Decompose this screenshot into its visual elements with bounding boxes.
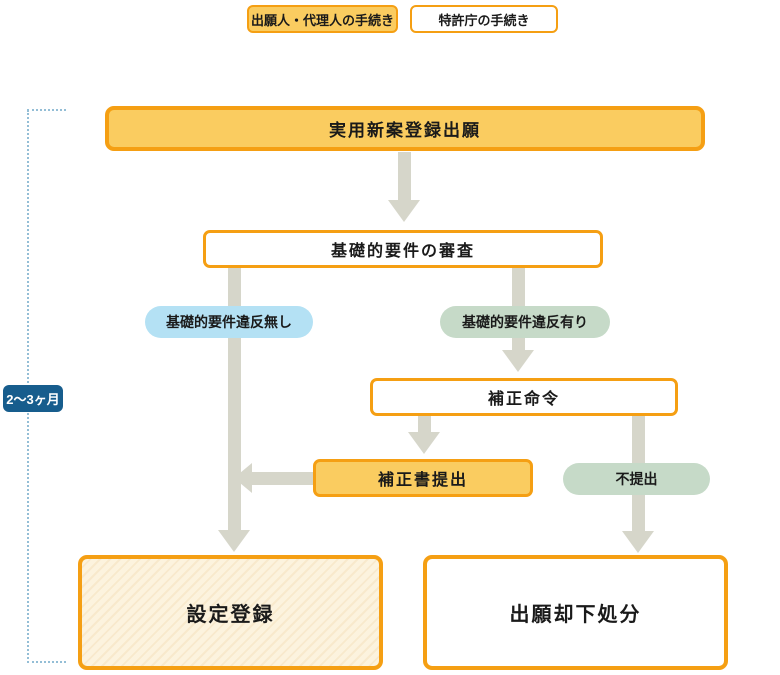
flow-box-registration: 設定登録 — [78, 555, 383, 670]
arrow-head-left-icon — [234, 463, 252, 493]
flow-box-amendment-submitted: 補正書提出 — [313, 459, 533, 497]
arrow-head-down-icon — [218, 530, 250, 552]
arrow-head-down-icon — [622, 531, 654, 553]
arrow-head-down-icon — [408, 432, 440, 454]
legend-office-procedure: 特許庁の手続き — [410, 5, 558, 33]
flow-box-basic-requirements-examination: 基礎的要件の審査 — [203, 230, 603, 268]
flow-box-application: 実用新案登録出願 — [105, 106, 705, 151]
arrow-head-down-icon — [388, 200, 420, 222]
label-no-violation: 基礎的要件違反無し — [145, 306, 313, 338]
arrow-head-down-icon — [502, 350, 534, 372]
flow-box-amendment-order: 補正命令 — [370, 378, 678, 416]
arrow-shaft — [250, 472, 313, 485]
label-not-submitted: 不提出 — [563, 463, 710, 495]
timeline-bracket-top — [27, 109, 66, 111]
label-violation: 基礎的要件違反有り — [440, 306, 610, 338]
legend-applicant-procedure: 出願人・代理人の手続き — [247, 5, 398, 33]
arrow-shaft — [418, 416, 431, 432]
timeline-duration-badge: 2〜3ヶ月 — [3, 385, 63, 412]
timeline-bracket-bottom — [27, 661, 66, 663]
arrow-shaft — [398, 152, 411, 200]
flow-box-application-rejection: 出願却下処分 — [423, 555, 728, 670]
